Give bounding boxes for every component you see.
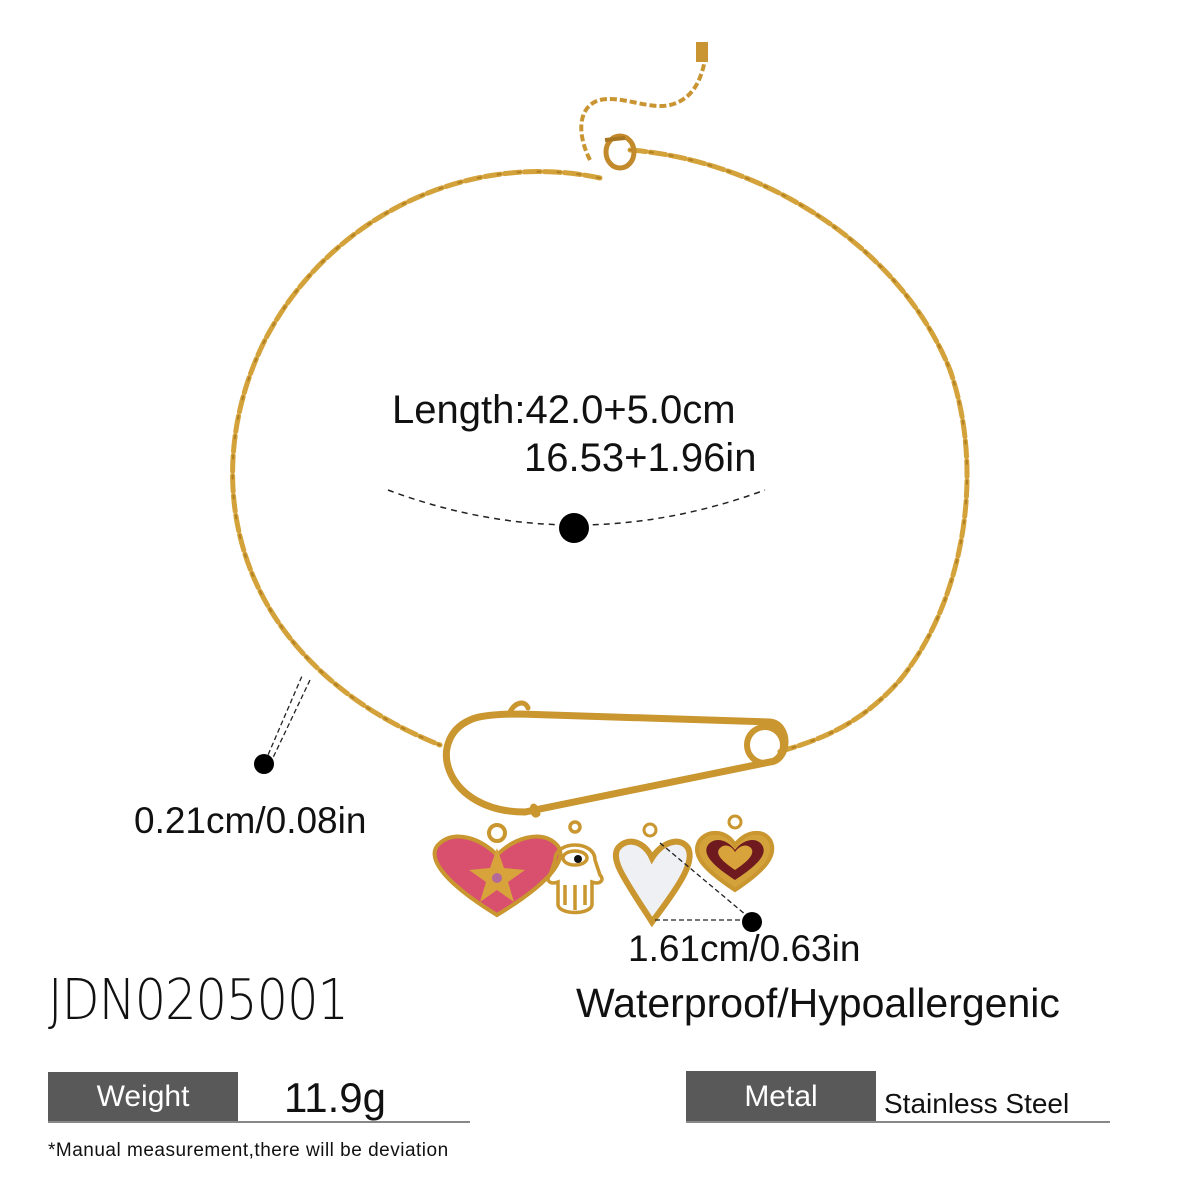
weight-divider <box>48 1121 470 1123</box>
safety-pin <box>442 700 789 818</box>
metal-divider <box>686 1121 1110 1123</box>
metal-value: Stainless Steel <box>884 1088 1070 1119</box>
measurement-disclaimer: *Manual measurement,there will be deviat… <box>48 1140 449 1161</box>
chain-width-label: 0.21cm/0.08in <box>134 800 367 841</box>
paperclip-chain <box>230 147 970 755</box>
length-in-label: 16.53+1.96in <box>524 436 757 480</box>
charm-burgundy-heart <box>694 814 775 893</box>
chain-width-marker-dot <box>254 754 274 774</box>
charm-size-marker-dot <box>742 912 762 932</box>
metal-label: Metal <box>686 1071 876 1123</box>
weight-value: 11.9g <box>284 1074 386 1121</box>
lobster-clasp <box>603 133 637 171</box>
charm-mother-of-pearl-heart <box>612 822 693 928</box>
product-sku: JDN0205001 <box>48 968 349 1033</box>
charm-pink-heart-star <box>432 823 563 918</box>
charm-hamsa-evil-eye <box>546 820 604 915</box>
charm-size-label: 1.61cm/0.63in <box>628 928 861 969</box>
features-label: Waterproof/Hypoallergenic <box>576 980 1060 1026</box>
weight-label: Weight <box>48 1072 238 1122</box>
length-marker-dot <box>559 513 589 543</box>
length-cm-label: Length:42.0+5.0cm <box>392 388 736 432</box>
extender-chain <box>579 42 708 161</box>
